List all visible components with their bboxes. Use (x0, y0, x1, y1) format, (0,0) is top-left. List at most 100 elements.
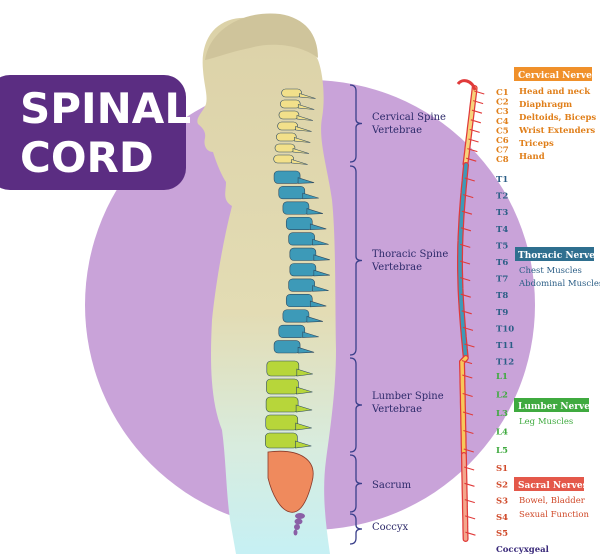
lumbar-vertebra (265, 396, 313, 413)
coccyx-bone (293, 513, 305, 536)
sacral-nerve-label: S1 (496, 464, 508, 474)
cervical-nerves-badge (514, 67, 592, 81)
cervical-vertebra (274, 143, 310, 154)
cervical-nerve-nerve-root (474, 90, 485, 95)
thoracic-nerve-label: T5 (496, 241, 508, 251)
cervical-nerve-label: C2 (496, 98, 509, 108)
sacral-nerves-badge (514, 477, 584, 491)
region-label-thoracic-line2: Vertebrae (371, 262, 422, 273)
lumbar-vertebra (266, 360, 313, 377)
thoracic-vertebra (288, 232, 329, 246)
lumbar-nerve-label: L5 (496, 446, 508, 456)
cervical-vertebra (277, 121, 312, 132)
lumbar-nerve-nerve-root (462, 374, 473, 379)
cervical-nerve-label: C1 (496, 88, 509, 98)
sacral-nerve-label: S2 (496, 480, 508, 490)
region-bracket (349, 357, 363, 453)
region-bracket (349, 165, 363, 356)
region-bracket (349, 84, 363, 163)
sacrum-bone (267, 450, 314, 513)
lumbar-function-1: Leg Muscles (519, 417, 573, 427)
cervical-function-2: Diaphragm (519, 100, 572, 110)
thoracic-nerves-title: Thoracic Nerves (518, 251, 600, 261)
thoracic-vertebra (289, 263, 330, 277)
lumbar-nerve-nerve-root (463, 429, 474, 435)
region-bracket (349, 454, 363, 513)
thoracic-nerve-nerve-root (461, 310, 472, 315)
cervical-nerve-nerve-root (471, 109, 483, 114)
thoracic-vertebra (278, 324, 319, 338)
lumbar-nerve-nerve-root (462, 411, 474, 416)
cervical-vertebra (279, 99, 315, 110)
thoracic-nerve-label: T8 (496, 291, 508, 301)
thoracic-nerve-label: T6 (496, 258, 508, 268)
sacral-nerve-label: S4 (496, 513, 508, 523)
thoracic-nerve-label: T3 (496, 208, 508, 218)
sacral-nerve-nerve-root (465, 531, 476, 536)
cervical-nerve-nerve-root (470, 119, 481, 124)
cervical-function-5: Triceps (519, 139, 554, 149)
thoracic-vertebra (278, 186, 319, 200)
thoracic-nerve-nerve-root (460, 277, 471, 282)
thoracic-vertebra (289, 247, 330, 261)
thoracic-nerve-nerve-root (461, 210, 473, 215)
cord-top-curl (456, 79, 477, 91)
cervical-nerve-nerve-root (467, 148, 478, 153)
lumbar-nerve-label: L1 (496, 372, 508, 382)
lumbar-nerves-group: Lumber Nerves Leg Muscles (514, 398, 595, 427)
sacral-nerve-nerve-root (464, 482, 475, 487)
cervical-nerve-label: C8 (496, 155, 509, 165)
vertebral-column (265, 88, 330, 536)
thoracic-nerves-group: Thoracic Nerves Chest Muscles Abdominal … (515, 247, 600, 289)
coccygeal-nerve-label: Coccyxgeal (496, 545, 550, 554)
cervical-vertebra (273, 154, 308, 165)
lumbar-nerves-badge (514, 398, 589, 412)
sacral-nerves-group: Sacral Nerves Bowel, Bladder Sexual Func… (514, 477, 589, 520)
cervical-nerves-group: Cervical Nerves Head and neck Diaphragm … (514, 67, 597, 162)
cervical-function-1: Head and neck (519, 87, 591, 97)
cord-thoracic (458, 163, 468, 359)
thoracic-nerve-nerve-root (460, 243, 471, 248)
thoracic-nerve-label: T11 (496, 341, 514, 351)
region-label-lumbar-line2: Vertebrae (371, 404, 422, 415)
cervical-vertebra (281, 88, 316, 99)
region-label-lumbar-line1: Lumber Spine (372, 391, 444, 402)
lumbar-nerve-label: L3 (496, 409, 508, 419)
cervical-vertebra (278, 110, 314, 121)
thoracic-vertebra (273, 170, 315, 184)
thoracic-function-1: Chest Muscles (519, 266, 582, 276)
thoracic-vertebra (285, 216, 327, 230)
lumbar-nerve-nerve-root (462, 392, 473, 398)
region-bracket (349, 513, 363, 545)
cervical-nerve-nerve-root (469, 128, 480, 133)
cord-sacral (462, 453, 468, 541)
thoracic-vertebra (288, 278, 329, 292)
cervical-vertebra (275, 132, 311, 143)
thoracic-nerve-nerve-root (460, 227, 472, 232)
thoracic-nerve-nerve-root (459, 260, 471, 265)
cervical-function-6: Hand (519, 152, 545, 162)
title-line-2: CORD (20, 133, 154, 182)
region-label-coccyx: Coccyx (372, 522, 409, 533)
region-label-sacrum: Sacrum (372, 480, 412, 491)
sacral-nerve-nerve-root (463, 466, 475, 471)
cervical-nerve-label: C4 (496, 117, 509, 127)
lumbar-nerve-nerve-root (463, 448, 474, 453)
thoracic-vertebra (282, 201, 323, 215)
sacral-nerve-label: S3 (496, 497, 508, 507)
cervical-nerve-label: C6 (496, 136, 509, 146)
cord-lumbar (460, 356, 468, 456)
title-line-1: SPINAL (20, 84, 191, 133)
spinal-cord-schematic (456, 79, 485, 542)
thoracic-function-2: Abdominal Muscles (518, 279, 600, 289)
thoracic-nerves-badge (515, 247, 594, 261)
thoracic-nerve-label: T9 (496, 308, 508, 318)
region-labels: Cervical Spine Vertebrae Thoracic Spine … (371, 112, 448, 533)
sacral-nerves-title: Sacral Nerves (518, 481, 588, 491)
region-label-thoracic-line1: Thoracic Spine (372, 249, 448, 260)
thoracic-nerve-nerve-root (463, 194, 474, 199)
sacral-nerve-nerve-root (464, 499, 475, 504)
lumbar-vertebra (265, 432, 312, 449)
cervical-nerve-nerve-root (468, 138, 479, 143)
